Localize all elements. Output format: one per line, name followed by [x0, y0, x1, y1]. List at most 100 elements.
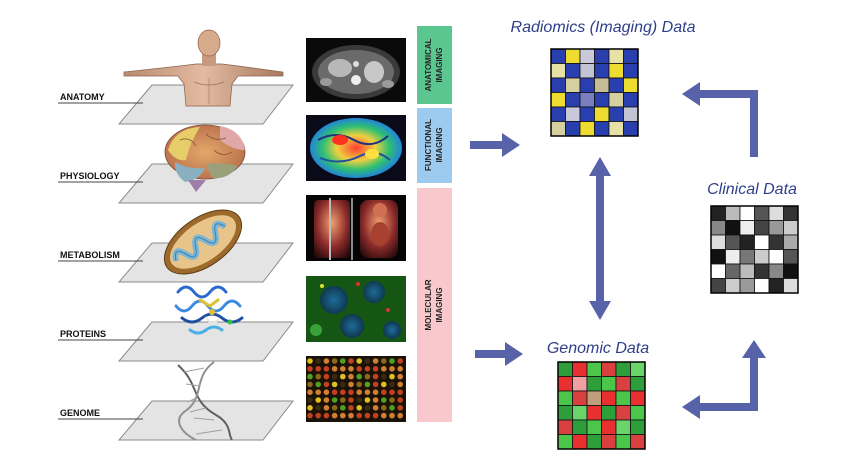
matrix-cell	[783, 278, 799, 294]
matrix-cell	[594, 121, 610, 137]
matrix-cell	[754, 220, 770, 236]
microarray-spot	[340, 412, 346, 419]
microarray-spot	[389, 381, 395, 388]
matrix-frame	[557, 361, 646, 450]
anatomical-band-label-2: IMAGING	[435, 47, 444, 82]
microarray-spot	[356, 397, 363, 403]
matrix-cell	[615, 434, 631, 450]
microarray-spot	[364, 412, 371, 419]
microarray-spot	[315, 389, 322, 396]
matrix-cell	[623, 63, 639, 79]
matrix-frame	[550, 48, 639, 137]
matrix-cell	[768, 220, 784, 236]
genomic-matrix	[557, 361, 646, 450]
matrix-cell	[579, 121, 595, 137]
microarray-spot	[315, 358, 322, 364]
matrix-cell	[623, 121, 639, 137]
microarray-spot	[331, 389, 338, 396]
microarray-spot	[372, 373, 379, 380]
matrix-cell	[565, 48, 581, 64]
microarray-spot	[315, 373, 322, 380]
matrix-cell	[594, 63, 610, 79]
microarray-spot	[364, 381, 371, 388]
microarray-spot	[372, 405, 379, 411]
microarray-spot	[381, 389, 387, 396]
microarray-spot	[331, 381, 338, 388]
matrix-cell	[608, 106, 624, 122]
functional-band-label-1: FUNCTIONAL	[424, 119, 433, 171]
microarray-spot	[323, 412, 330, 419]
ct-scan-image	[306, 38, 406, 102]
microarray-spot	[364, 366, 371, 372]
matrix-cell	[615, 361, 631, 377]
matrix-cell	[572, 405, 588, 421]
matrix-cell	[579, 48, 595, 64]
functional-brain-image	[306, 115, 406, 181]
matrix-cell	[739, 249, 755, 265]
microarray-spot	[381, 381, 387, 388]
protein-icon	[174, 285, 244, 335]
matrix-cell	[608, 48, 624, 64]
microarray-spot	[372, 366, 379, 372]
microarray-spot	[397, 397, 404, 403]
matrix-cell	[754, 263, 770, 279]
microarray-spot	[348, 412, 354, 419]
microarray-spot	[356, 373, 363, 380]
matrix-cell	[615, 419, 631, 435]
microarray-spot	[364, 358, 371, 364]
matrix-cell	[754, 278, 770, 294]
level-label-proteins: PROTEINS	[60, 329, 106, 339]
microarray-spot	[323, 405, 330, 411]
microarray-spot	[381, 412, 387, 419]
microarray-spot	[381, 373, 387, 380]
matrix-cell	[608, 77, 624, 93]
microarray-spot	[340, 373, 346, 380]
microarray-spot	[364, 389, 371, 396]
matrix-cell	[586, 361, 602, 377]
matrix-cell	[623, 48, 639, 64]
microarray-spot	[331, 405, 338, 411]
clinical-data-title: Clinical Data	[707, 181, 797, 198]
microarray-spot	[307, 373, 313, 380]
microarray-spot	[397, 412, 404, 419]
clinical-matrix	[710, 205, 799, 294]
microarray-spot	[307, 358, 313, 364]
microarray-spot	[397, 373, 404, 380]
matrix-cell	[550, 63, 566, 79]
microarray-spot	[397, 366, 404, 372]
matrix-cell	[739, 205, 755, 221]
matrix-cell	[557, 405, 573, 421]
matrix-cell	[768, 263, 784, 279]
matrix-cell	[565, 77, 581, 93]
radiomics-data-title: Radiomics (Imaging) Data	[511, 19, 696, 36]
microarray-spot	[323, 358, 330, 364]
level-label-metabolism: METABOLISM	[60, 250, 120, 260]
matrix-cell	[768, 249, 784, 265]
microarray-spot	[348, 405, 354, 411]
matrix-cell	[594, 92, 610, 108]
matrix-cell	[601, 405, 617, 421]
matrix-cell	[630, 390, 646, 406]
matrix-cell	[586, 434, 602, 450]
arrow-molecular-to-genomic-icon	[475, 342, 523, 366]
microarray-spot	[389, 389, 395, 396]
matrix-cell	[572, 390, 588, 406]
matrix-cell	[623, 92, 639, 108]
microarray-spot	[381, 405, 387, 411]
microarray-spot	[323, 389, 330, 396]
matrix-cell	[601, 361, 617, 377]
microarray-spot	[364, 397, 371, 403]
matrix-cell	[557, 390, 573, 406]
functional-imaging-band: FUNCTIONAL IMAGING	[417, 108, 452, 183]
matrix-cell	[739, 278, 755, 294]
matrix-cell	[594, 48, 610, 64]
matrix-cell	[710, 263, 726, 279]
matrix-cell	[586, 419, 602, 435]
matrix-cell	[615, 376, 631, 392]
dna-helix-icon	[177, 361, 233, 441]
microarray-spot	[356, 389, 363, 396]
microarray-spot	[307, 397, 313, 403]
plane-proteins	[117, 321, 295, 362]
matrix-cell	[739, 220, 755, 236]
